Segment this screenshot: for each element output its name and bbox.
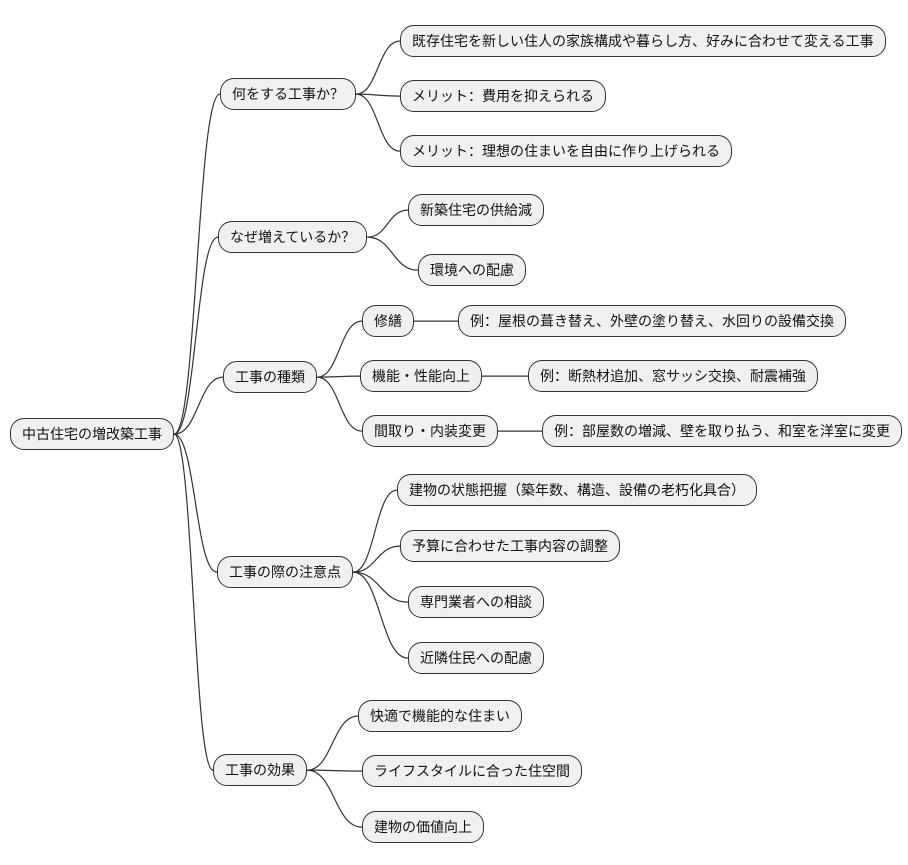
node-function-performance: 機能・性能向上 — [360, 360, 482, 393]
node-root: 中古住宅の増改築工事 — [10, 418, 174, 451]
node-budget-adjustment: 予算に合わせた工事内容の調整 — [400, 530, 620, 563]
node-work-effects: 工事の効果 — [213, 754, 307, 787]
node-layout-interior-change: 間取り・内装変更 — [362, 415, 498, 448]
node-why-increasing: なぜ増えているか？ — [218, 221, 368, 254]
node-environment-consideration: 環境への配慮 — [418, 254, 526, 287]
node-layout-examples: 例：部屋数の増減、壁を取り払う、和室を洋室に変更 — [542, 415, 902, 448]
node-what-is-the-work: 何をする工事か？ — [220, 78, 356, 111]
node-repair-examples: 例：屋根の葺き替え、外壁の塗り替え、水回りの設備交換 — [458, 305, 846, 338]
node-function-examples: 例：断熱材追加、窓サッシ交換、耐震補強 — [528, 360, 818, 393]
node-merit-cost: メリット：費用を抑えられる — [400, 80, 606, 113]
node-work-definition: 既存住宅を新しい住人の家族構成や暮らし方、好みに合わせて変える工事 — [400, 25, 886, 58]
node-neighbor-consideration: 近隣住民への配慮 — [408, 642, 544, 675]
node-work-cautions: 工事の際の注意点 — [217, 556, 353, 589]
node-repair: 修繕 — [362, 305, 414, 338]
node-consult-professionals: 専門業者への相談 — [408, 586, 544, 619]
node-merit-ideal-home: メリット：理想の住まいを自由に作り上げられる — [400, 135, 732, 168]
node-building-condition: 建物の状態把握（築年数、構造、設備の老朽化具合） — [397, 474, 757, 507]
node-building-value: 建物の価値向上 — [362, 811, 484, 844]
node-comfortable-home: 快適で機能的な住まい — [358, 700, 522, 733]
node-work-types: 工事の種類 — [223, 361, 317, 394]
node-lifestyle-space: ライフスタイルに合った住空間 — [362, 755, 582, 788]
node-new-housing-supply-decrease: 新築住宅の供給減 — [408, 194, 544, 227]
